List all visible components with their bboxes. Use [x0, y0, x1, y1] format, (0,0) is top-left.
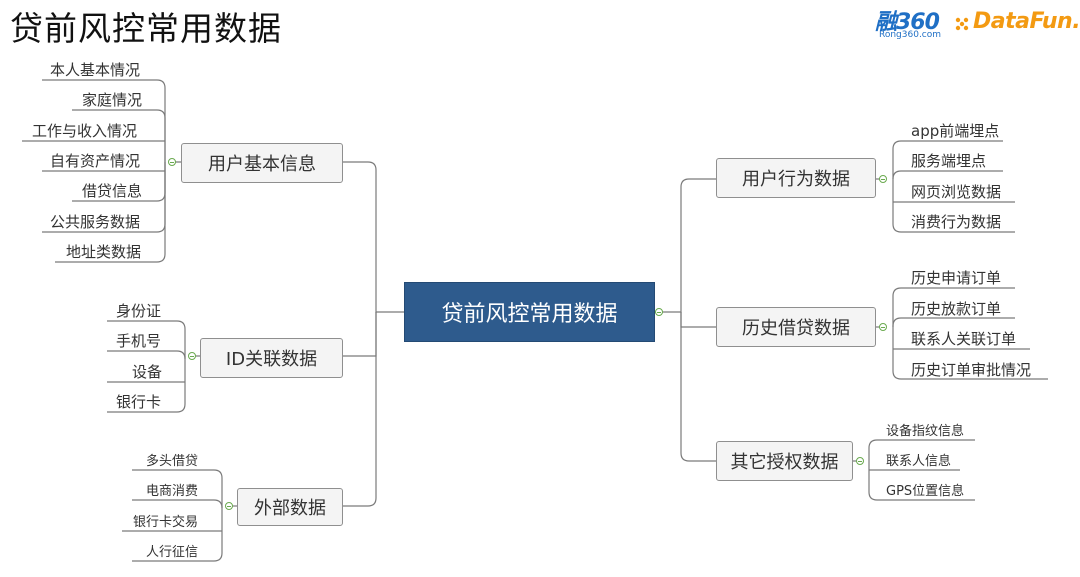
- branch-label: 外部数据: [254, 498, 326, 519]
- branch-user-behavior[interactable]: 用户行为数据: [716, 158, 876, 198]
- leaf-loan-history[interactable]: 历史申请订单: [911, 269, 1002, 287]
- branch-other-auth[interactable]: 其它授权数据: [716, 441, 853, 481]
- leaf-user-basic[interactable]: 本人基本情况: [50, 61, 141, 79]
- leaf-external[interactable]: 多头借贷: [146, 454, 199, 469]
- leaf-other-auth[interactable]: 设备指纹信息: [886, 424, 965, 439]
- collapse-toggle-icon[interactable]: [225, 502, 233, 510]
- branch-loan-history[interactable]: 历史借贷数据: [716, 307, 876, 347]
- leaf-user-behavior[interactable]: 消费行为数据: [911, 213, 1002, 231]
- branch-external[interactable]: 外部数据: [237, 488, 343, 526]
- leaf-user-basic[interactable]: 公共服务数据: [50, 213, 141, 231]
- leaf-external[interactable]: 人行征信: [146, 545, 199, 560]
- collapse-toggle-icon[interactable]: [168, 158, 176, 166]
- leaf-id-linked[interactable]: 手机号: [116, 332, 162, 350]
- branch-id-linked[interactable]: ID关联数据: [200, 338, 343, 378]
- collapse-toggle-icon[interactable]: [856, 457, 864, 465]
- rong360-logo-text: 融360: [875, 10, 940, 35]
- rong360-logo: 融360 Rong360.com: [873, 6, 955, 44]
- leaf-user-basic[interactable]: 借贷信息: [82, 182, 143, 200]
- leaf-other-auth[interactable]: 联系人信息: [886, 454, 952, 469]
- rong360-logo-subtext: Rong360.com: [879, 30, 942, 40]
- leaf-user-behavior[interactable]: 服务端埋点: [911, 152, 987, 170]
- datafun-logo-text: DataFun.: [973, 9, 1080, 34]
- leaf-other-auth[interactable]: GPS位置信息: [886, 484, 965, 499]
- branch-label: 用户行为数据: [742, 169, 850, 190]
- collapse-toggle-icon[interactable]: [879, 175, 887, 183]
- leaf-id-linked[interactable]: 身份证: [116, 302, 162, 320]
- branch-label: 用户基本信息: [208, 154, 316, 175]
- datafun-logo: DataFun.: [955, 6, 1080, 40]
- leaf-user-basic[interactable]: 家庭情况: [82, 91, 143, 109]
- leaf-user-behavior[interactable]: 网页浏览数据: [911, 183, 1002, 201]
- center-node-label: 贷前风控常用数据: [441, 302, 618, 327]
- center-node[interactable]: 贷前风控常用数据: [404, 282, 655, 342]
- leaf-user-basic[interactable]: 自有资产情况: [50, 152, 141, 170]
- leaf-loan-history[interactable]: 历史放款订单: [911, 300, 1002, 318]
- branch-label: 其它授权数据: [730, 452, 839, 473]
- datafun-dots-icon: [955, 17, 969, 31]
- branch-label: 历史借贷数据: [742, 318, 850, 339]
- page-title: 贷前风控常用数据: [10, 9, 282, 48]
- branch-user-basic[interactable]: 用户基本信息: [181, 143, 343, 183]
- collapse-toggle-icon[interactable]: [655, 308, 663, 316]
- leaf-id-linked[interactable]: 设备: [132, 363, 163, 381]
- collapse-toggle-icon[interactable]: [188, 352, 196, 360]
- branch-label: ID关联数据: [225, 349, 318, 370]
- collapse-toggle-icon[interactable]: [879, 323, 887, 331]
- leaf-user-basic[interactable]: 地址类数据: [66, 243, 142, 261]
- leaf-loan-history[interactable]: 历史订单审批情况: [911, 361, 1032, 379]
- leaf-loan-history[interactable]: 联系人关联订单: [911, 330, 1017, 348]
- leaf-user-behavior[interactable]: app前端埋点: [911, 122, 1000, 140]
- leaf-external[interactable]: 银行卡交易: [133, 515, 199, 530]
- leaf-id-linked[interactable]: 银行卡: [116, 393, 162, 411]
- leaf-user-basic[interactable]: 工作与收入情况: [32, 122, 138, 140]
- leaf-external[interactable]: 电商消费: [146, 484, 199, 499]
